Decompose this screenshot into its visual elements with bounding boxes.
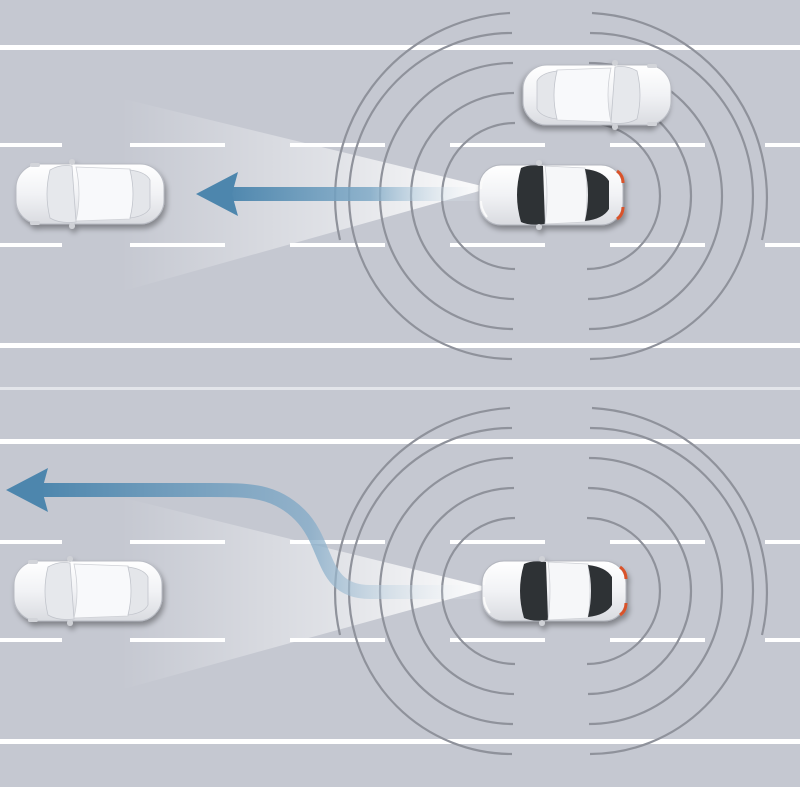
adjacent-lane-vehicle (522, 59, 672, 131)
scene-2-lane-change (0, 406, 800, 756)
ego-vehicle (480, 554, 628, 628)
solid-lane-line (0, 739, 800, 744)
solid-lane-line (0, 45, 800, 50)
radar-beam (120, 497, 490, 690)
scene-1-adaptive-cruise (0, 11, 800, 361)
solid-lane-line (0, 343, 800, 348)
ego-vehicle (477, 158, 625, 232)
distance-arrow (196, 172, 490, 216)
lead-vehicle (13, 555, 163, 627)
arrow-head-icon (6, 468, 48, 512)
arrow-head-icon (196, 172, 238, 216)
lane-change-arrow (6, 468, 490, 599)
arrow-shaft (40, 483, 490, 599)
lead-vehicle (15, 158, 165, 230)
solid-lane-line (0, 439, 800, 444)
scene-divider (0, 387, 800, 390)
arrow-shaft (225, 187, 490, 201)
